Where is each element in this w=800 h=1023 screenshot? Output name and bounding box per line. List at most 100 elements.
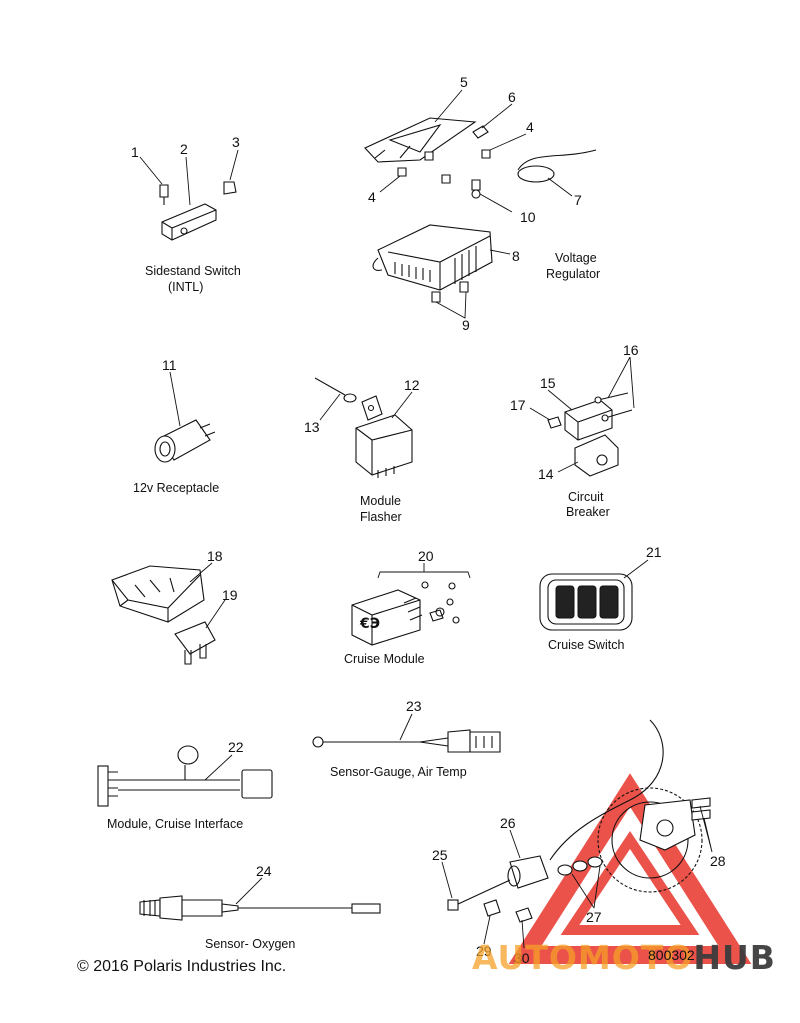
cable-tie-7 <box>517 149 597 171</box>
screws-16 <box>597 392 633 419</box>
callout-26: 26 <box>500 815 516 831</box>
callout-3: 3 <box>232 134 240 150</box>
callout-24: 24 <box>256 863 272 879</box>
sidestand-switch-group <box>139 149 239 241</box>
caption-regulator: Regulator <box>546 267 600 281</box>
clip-29 <box>483 899 501 917</box>
cruise-module-group: €Э <box>351 563 471 646</box>
nut-17 <box>547 416 562 429</box>
ring-terminal <box>312 736 324 748</box>
bracket-28 <box>639 799 696 851</box>
washer-27c <box>587 856 603 868</box>
caption-air-temp: Sensor-Gauge, Air Temp <box>330 765 467 779</box>
regulator-body-8 <box>377 224 493 291</box>
caption-cruise-module: Cruise Module <box>344 652 425 666</box>
watermark-text-a: AUTOMOTO <box>472 938 694 977</box>
oxygen-sensor-group <box>139 877 381 921</box>
callout-30: 30 <box>514 950 530 966</box>
callout-28: 28 <box>710 853 726 869</box>
cruise-interface-group <box>97 745 273 807</box>
callout-8: 8 <box>512 248 520 264</box>
copyright-text: © 2016 Polaris Industries Inc. <box>77 958 287 975</box>
screw-1 <box>159 184 169 198</box>
receptacle-group <box>154 371 216 463</box>
receptacle-face <box>154 435 176 463</box>
washer-27a <box>557 864 573 876</box>
callout-4-lower: 4 <box>368 189 376 205</box>
flasher-tab <box>361 395 383 421</box>
sensor-hex <box>159 895 183 921</box>
harness-connector <box>97 765 109 807</box>
cruise-module-logo-icon: €Э <box>359 616 380 632</box>
callout-22: 22 <box>228 739 244 755</box>
fuse-19 <box>174 621 216 655</box>
washer-27b <box>572 860 588 872</box>
callout-27: 27 <box>586 909 602 925</box>
cruise-switch-group <box>539 559 649 631</box>
harness-cap <box>177 745 199 765</box>
caption-oxygen: Sensor- Oxygen <box>205 937 295 951</box>
clip-6 <box>472 125 489 139</box>
circuit-breaker-group <box>529 356 635 477</box>
breaker-cover-14 <box>574 434 619 477</box>
caption-cruise-interface: Module, Cruise Interface <box>107 817 243 831</box>
callout-25: 25 <box>432 847 448 863</box>
tone-ring <box>597 787 703 893</box>
switch-button-left <box>555 585 575 619</box>
callout-5: 5 <box>460 74 468 90</box>
figure-number: 800302 <box>648 947 695 963</box>
callout-23: 23 <box>406 698 422 714</box>
air-temp-sensor-group <box>312 713 501 753</box>
screw-9a <box>431 291 441 303</box>
screw-10 <box>471 179 481 191</box>
caption-circuit: Circuit <box>568 490 604 504</box>
callout-14: 14 <box>538 466 554 482</box>
relay-holder-group <box>111 562 226 665</box>
callout-29: 29 <box>476 943 492 959</box>
caption-flasher: Flasher <box>360 510 402 524</box>
speed-sensor-group <box>441 719 713 949</box>
callout-11: 11 <box>162 357 177 373</box>
sensor-26 <box>509 855 549 889</box>
caption-module: Module <box>360 494 401 508</box>
callout-16: 16 <box>623 342 639 358</box>
caption-sidestand-switch: Sidestand Switch <box>145 264 241 278</box>
callout-19: 19 <box>222 587 238 603</box>
caption-sidestand-intl: (INTL) <box>168 280 203 294</box>
flasher-body-12 <box>355 414 413 476</box>
caption-receptacle: 12v Receptacle <box>133 481 219 495</box>
connector-23 <box>447 729 471 753</box>
clip-30 <box>515 907 533 923</box>
cruise-module-body <box>351 589 421 646</box>
callout-9: 9 <box>462 317 470 333</box>
callout-15: 15 <box>540 375 556 391</box>
screw-9b <box>459 281 469 293</box>
cap-3 <box>223 181 237 195</box>
switch-body <box>161 203 217 241</box>
wire-13 <box>314 377 346 396</box>
holder-18 <box>111 565 205 623</box>
watermark-logo-icon <box>508 773 752 964</box>
caption-cruise-switch: Cruise Switch <box>548 638 624 652</box>
callout-7: 7 <box>574 192 582 208</box>
callout-17: 17 <box>510 397 526 413</box>
flasher-group <box>314 377 413 478</box>
callout-1: 1 <box>131 144 139 160</box>
callout-2: 2 <box>180 141 188 157</box>
harness-plug <box>241 769 273 799</box>
callout-20: 20 <box>418 548 434 564</box>
watermark-text-b: HUB <box>693 938 776 977</box>
bracket-5 <box>364 117 477 163</box>
callout-13: 13 <box>304 419 320 435</box>
voltage-regulator-group <box>364 89 597 319</box>
sensor-plug <box>351 903 381 914</box>
callout-21: 21 <box>646 544 662 560</box>
callout-4-upper: 4 <box>526 119 534 135</box>
sensor-wire <box>549 719 664 861</box>
watermark-text: AUTOMOTOHUB <box>472 938 776 977</box>
caption-voltage: Voltage <box>555 251 597 265</box>
switch-button-middle <box>577 585 597 619</box>
callout-18: 18 <box>207 548 223 564</box>
callout-6: 6 <box>508 89 516 105</box>
